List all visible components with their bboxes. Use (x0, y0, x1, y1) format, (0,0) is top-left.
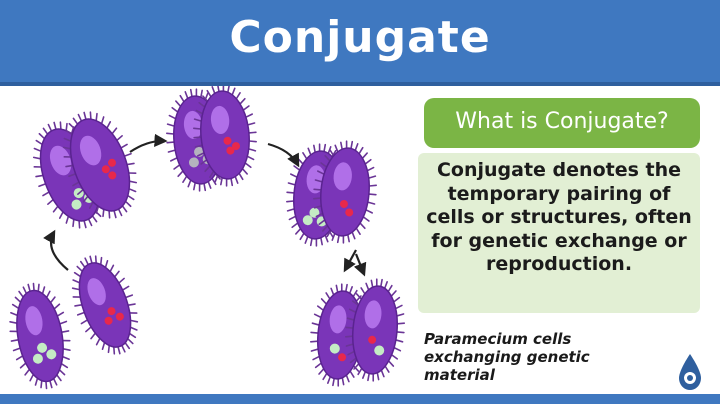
paramecium-cell (71, 255, 139, 355)
curved-arrow-icon (267, 142, 300, 168)
paramecium-cell (313, 140, 377, 244)
question-tag: What is Conjugate? (424, 98, 700, 148)
paramecium-illustration (9, 86, 406, 390)
cell-group (9, 86, 406, 390)
paramecium-cell (193, 86, 257, 187)
paramecium-cell (309, 283, 371, 387)
definition-text: Conjugate denotes the temporary pairing … (426, 159, 692, 275)
drop-logo-icon (679, 354, 701, 390)
bottom-strip (0, 394, 720, 404)
question-text: What is Conjugate? (455, 109, 669, 134)
paramecium-cell (344, 278, 406, 382)
curved-arrow-icon (343, 249, 357, 273)
curved-arrow-icon (129, 133, 168, 153)
figure-caption: Paramecium cells exchanging genetic mate… (424, 330, 590, 384)
page-title: Conjugate (229, 12, 491, 63)
curved-arrow-icon (43, 229, 69, 271)
paramecium-cell (9, 282, 71, 390)
title-banner: Conjugate (0, 0, 720, 86)
curved-arrow-icon (353, 253, 367, 277)
definition-box: Conjugate denotes the temporary pairing … (418, 153, 700, 313)
paramecium-cell (62, 111, 138, 219)
